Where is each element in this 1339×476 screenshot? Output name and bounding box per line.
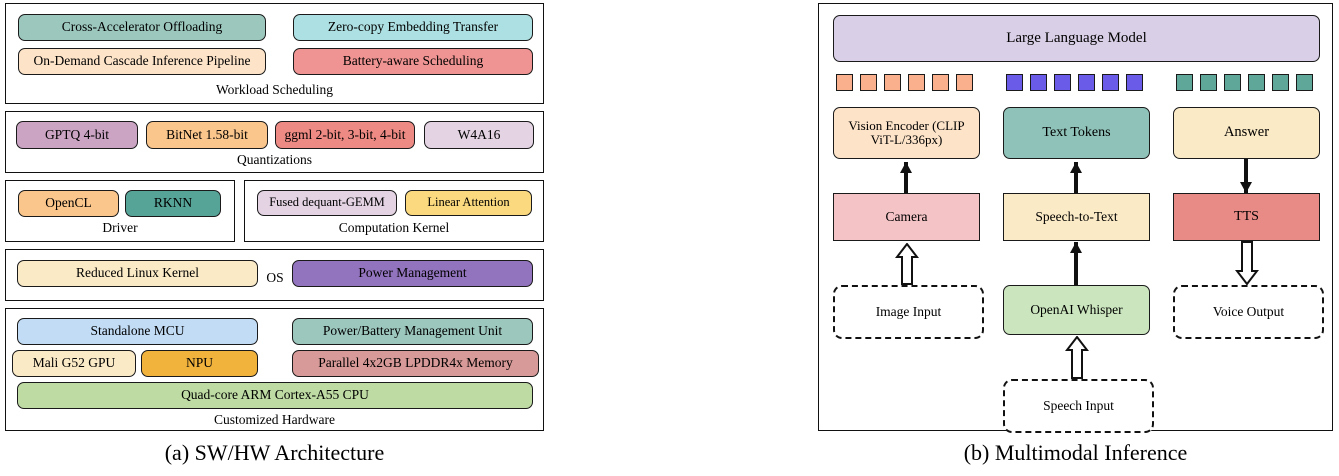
box-text-tokens[interactable]: Text Tokens	[1003, 107, 1150, 159]
layer-label-driver: Driver	[102, 220, 138, 235]
token-square	[1030, 74, 1047, 91]
box-power-management[interactable]: Power Management	[292, 260, 533, 287]
hollow-arrow-image-input-to-camera	[895, 243, 919, 285]
layer-os: Reduced Linux Kernel Power Management OS	[5, 249, 544, 301]
box-speech-input[interactable]: Speech Input	[1003, 379, 1154, 433]
token-square	[1126, 74, 1143, 91]
token-square	[1296, 74, 1313, 91]
box-rknn[interactable]: RKNN	[125, 190, 221, 217]
box-answer[interactable]: Answer	[1173, 107, 1320, 159]
layer-workload-scheduling: Cross-Accelerator Offloading Zero-copy E…	[5, 3, 544, 104]
box-tts[interactable]: TTS	[1173, 193, 1320, 241]
token-square	[836, 74, 853, 91]
box-quad-core-arm-cortex-a55-cpu[interactable]: Quad-core ARM Cortex-A55 CPU	[17, 382, 533, 409]
box-bitnet-158bit[interactable]: BitNet 1.58-bit	[146, 121, 268, 149]
box-mali-g52-gpu[interactable]: Mali G52 GPU	[12, 350, 136, 377]
hollow-arrow-speech-input-to-whisper	[1065, 336, 1089, 379]
caption-figure-b: (b) Multimodal Inference	[963, 440, 1188, 465]
box-battery-aware-scheduling[interactable]: Battery-aware Scheduling	[293, 48, 533, 75]
box-w4a16[interactable]: W4A16	[424, 121, 534, 149]
box-cross-accelerator-offloading[interactable]: Cross-Accelerator Offloading	[18, 14, 266, 41]
box-speech-to-text[interactable]: Speech-to-Text	[1003, 193, 1150, 241]
box-ggml-quant[interactable]: ggml 2-bit, 3-bit, 4-bit	[275, 121, 415, 149]
box-vision-encoder[interactable]: Vision Encoder (CLIP ViT-L/336px)	[833, 107, 980, 159]
token-square	[860, 74, 877, 91]
layer-quantizations: GPTQ 4-bit BitNet 1.58-bit ggml 2-bit, 3…	[5, 111, 544, 173]
box-gptq-4bit[interactable]: GPTQ 4-bit	[16, 121, 138, 149]
box-on-demand-cascade-inference-pipeline[interactable]: On-Demand Cascade Inference Pipeline	[18, 48, 266, 75]
token-square	[956, 74, 973, 91]
box-parallel-lpddr4x-memory[interactable]: Parallel 4x2GB LPDDR4x Memory	[292, 350, 539, 377]
token-square	[1078, 74, 1095, 91]
layer-driver: OpenCL RKNN Driver	[5, 180, 235, 242]
token-square	[908, 74, 925, 91]
box-fused-dequant-gemm[interactable]: Fused dequant-GEMM	[257, 190, 397, 216]
figure-a-sw-hw-architecture: Cross-Accelerator Offloading Zero-copy E…	[5, 3, 544, 431]
box-image-input[interactable]: Image Input	[833, 285, 984, 339]
box-power-battery-management-unit[interactable]: Power/Battery Management Unit	[292, 318, 533, 345]
token-square	[1006, 74, 1023, 91]
box-linear-attention[interactable]: Linear Attention	[405, 190, 532, 216]
token-square	[884, 74, 901, 91]
token-square	[932, 74, 949, 91]
caption-figure-a: (a) SW/HW Architecture	[164, 440, 385, 465]
layer-label-customized-hardware: Customized Hardware	[213, 412, 336, 427]
layer-label-quantizations: Quantizations	[237, 152, 312, 167]
box-openai-whisper[interactable]: OpenAI Whisper	[1003, 285, 1150, 335]
token-square	[1200, 74, 1217, 91]
token-square	[1248, 74, 1265, 91]
layer-label-computation-kernel: Computation Kernel	[338, 220, 450, 235]
hollow-arrow-tts-to-voice-output	[1235, 241, 1259, 285]
box-reduced-linux-kernel[interactable]: Reduced Linux Kernel	[17, 260, 258, 287]
token-square	[1102, 74, 1119, 91]
box-zero-copy-embedding-transfer[interactable]: Zero-copy Embedding Transfer	[293, 14, 533, 41]
box-standalone-mcu[interactable]: Standalone MCU	[17, 318, 258, 345]
layer-customized-hardware: Standalone MCU Power/Battery Management …	[5, 308, 544, 431]
token-square	[1224, 74, 1241, 91]
figure-b-multimodal-inference: Large Language Model Vision	[818, 3, 1333, 433]
box-npu[interactable]: NPU	[141, 350, 258, 377]
token-square	[1054, 74, 1071, 91]
box-camera[interactable]: Camera	[833, 193, 980, 241]
layer-label-workload-scheduling: Workload Scheduling	[215, 82, 334, 97]
token-square	[1272, 74, 1289, 91]
layer-label-os: OS	[266, 270, 284, 285]
box-large-language-model[interactable]: Large Language Model	[833, 15, 1320, 62]
layer-computation-kernel: Fused dequant-GEMM Linear Attention Comp…	[244, 180, 544, 242]
box-opencl[interactable]: OpenCL	[18, 190, 119, 217]
token-square	[1176, 74, 1193, 91]
box-voice-output[interactable]: Voice Output	[1173, 285, 1324, 339]
